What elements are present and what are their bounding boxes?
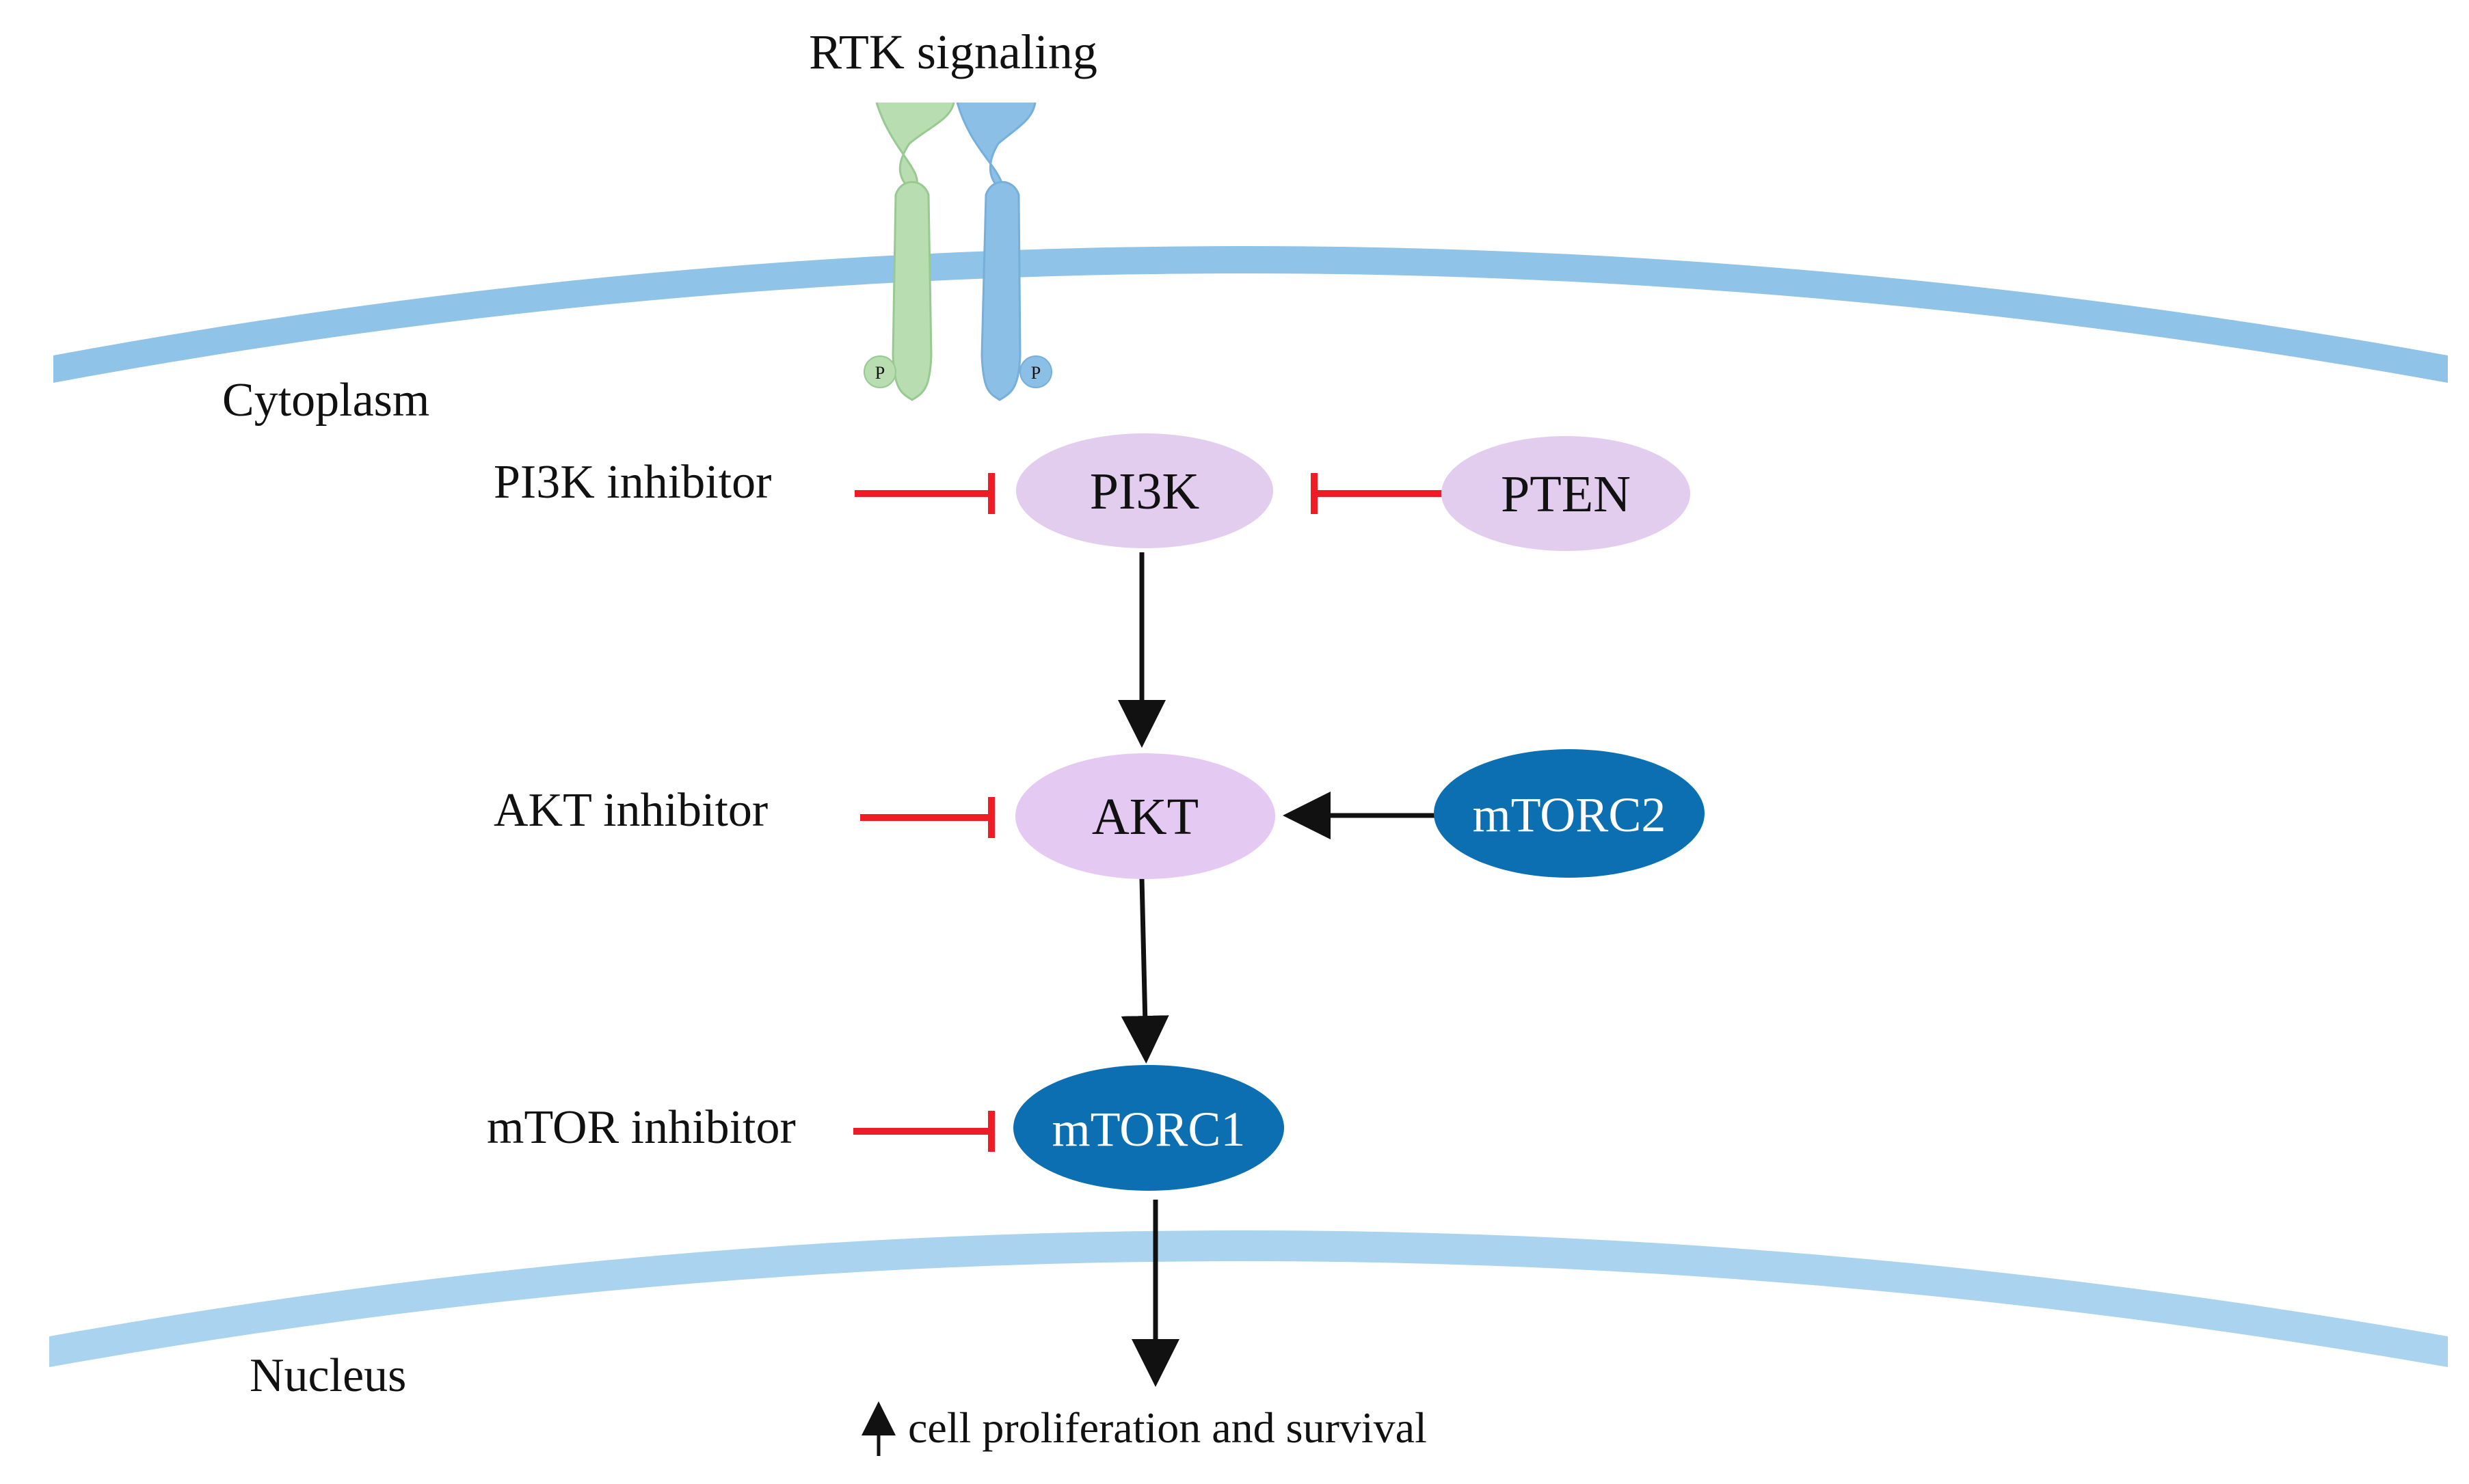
mtor-inhibition xyxy=(853,1111,995,1152)
pi3k-inhibition xyxy=(855,473,995,514)
mtorc2-node: mTORC2 xyxy=(1434,749,1705,878)
pi3k-label: PI3K xyxy=(1090,463,1200,520)
pten-label: PTEN xyxy=(1501,466,1631,523)
akt-inhibitor-label: AKT inhibitor xyxy=(494,784,768,837)
phospho-right-icon xyxy=(1019,355,1052,388)
akt-label: AKT xyxy=(1092,788,1199,846)
receptor-left-stem xyxy=(892,180,933,401)
outcome: cell proliferation and survival xyxy=(862,1401,1427,1456)
phospho-right-label: P xyxy=(1031,363,1041,383)
mtorc1-node: mTORC1 xyxy=(1013,1065,1284,1191)
akt-to-mtorc1-arrow xyxy=(1121,878,1169,1064)
pten-node: PTEN xyxy=(1441,436,1690,551)
nucleus-label: Nucleus xyxy=(250,1349,406,1402)
receptor-right-stem xyxy=(980,180,1022,401)
akt-inhibition xyxy=(860,797,995,838)
mtorc2-label: mTORC2 xyxy=(1473,787,1666,842)
mtor-inhibitor-label: mTOR inhibitor xyxy=(487,1101,796,1154)
pi3k-node: PI3K xyxy=(1016,433,1273,548)
rtk-receptor: P P xyxy=(864,102,1052,401)
receptor-left-arm xyxy=(875,102,955,193)
receptor-right-arm xyxy=(956,102,1037,193)
phospho-left-label: P xyxy=(875,363,885,383)
cytoplasm-label: Cytoplasm xyxy=(222,374,429,427)
outcome-text: cell proliferation and survival xyxy=(908,1403,1427,1452)
plasma-membrane xyxy=(53,246,2448,383)
mtorc1-label: mTORC1 xyxy=(1052,1102,1246,1157)
pten-inhibition xyxy=(1311,473,1443,514)
akt-node: AKT xyxy=(1015,753,1275,879)
pathway-title: RTK signaling xyxy=(809,25,1097,79)
pi3k-inhibitor-label: PI3K inhibitor xyxy=(494,456,771,509)
nuclear-membrane xyxy=(49,1230,2448,1367)
phospho-left-icon xyxy=(864,355,896,388)
